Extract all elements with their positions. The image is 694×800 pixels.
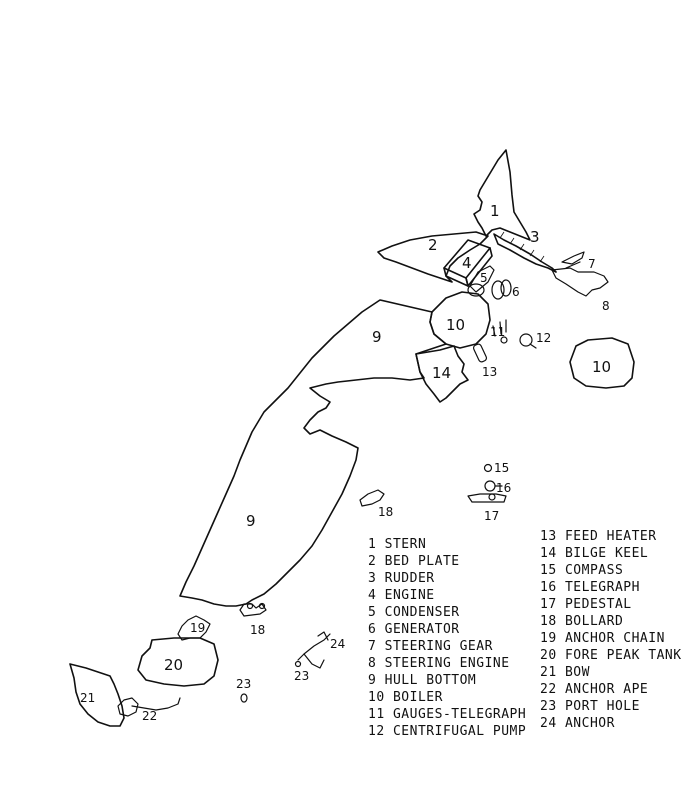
label-pedestal: 17: [484, 509, 499, 523]
legend-item: 9 HULL BOTTOM: [368, 673, 476, 688]
anchor-ape-sketch: [117, 697, 181, 717]
label-condenser: 5: [480, 271, 488, 285]
label-engine: 4: [462, 254, 472, 272]
legend-item: 2 BED PLATE: [368, 554, 460, 569]
port-hole-sketch: [240, 693, 248, 703]
legend-item: 23 PORT HOLE: [540, 699, 640, 714]
legend-item: 21 BOW: [540, 665, 590, 680]
label-feed-heater: 13: [482, 365, 497, 379]
rudder-hatching: [499, 231, 545, 263]
bollard-upper-sketch: [359, 489, 385, 507]
label-anchor: 24: [330, 637, 345, 651]
legend-item: 5 CONDENSER: [368, 605, 460, 620]
label-centrifugal-pump: 12: [536, 331, 551, 345]
label-hull-bottom-lower: 9: [246, 512, 256, 530]
legend-item: 17 PEDESTAL: [540, 597, 632, 612]
legend-item: 3 RUDDER: [368, 571, 435, 586]
label-generator: 6: [512, 285, 520, 299]
legend-item: 11 GAUGES-TELEGRAPH: [368, 707, 526, 722]
label-rudder: 3: [530, 228, 540, 246]
label-hull-bottom-upper: 9: [372, 328, 382, 346]
compass-sketch: [483, 463, 493, 473]
legend-item: 14 BILGE KEEL: [540, 546, 648, 561]
label-bilge-keel: 14: [432, 364, 451, 382]
fore-peak-tank-outline: [137, 637, 219, 687]
condenser-sketch: [467, 265, 495, 297]
legend-item: 19 ANCHOR CHAIN: [540, 631, 665, 646]
pedestal-sketch: [467, 493, 507, 503]
label-fore-peak-tank: 20: [164, 656, 183, 674]
gauges-telegraph-sketch: [492, 319, 508, 344]
stern-outline: [473, 149, 531, 241]
legend-item: 16 TELEGRAPH: [540, 580, 640, 595]
bed-plate-outline: [377, 231, 489, 283]
legend-item: 7 STEERING GEAR: [368, 639, 493, 654]
label-anchor-sketch: 23: [294, 669, 309, 683]
legend-item: 15 COMPASS: [540, 563, 623, 578]
steering-gear-sketch: [561, 251, 585, 269]
legend-item: 12 CENTRIFUGAL PUMP: [368, 724, 526, 739]
label-bollard-upper: 18: [378, 505, 393, 519]
legend-right-column: 13 FEED HEATER 14 BILGE KEEL 15 COMPASS …: [540, 529, 682, 731]
label-steering-engine: 8: [602, 299, 610, 313]
label-steering-gear: 7: [588, 257, 596, 271]
bollard-lower-sketch: [239, 602, 267, 617]
label-gauges-telegraph: 11: [490, 325, 505, 339]
hull-bottom-outline: [179, 299, 447, 607]
legend-item: 13 FEED HEATER: [540, 529, 657, 544]
boiler-right-outline: [569, 337, 635, 389]
steering-engine-outline: [551, 267, 609, 297]
bow-outline: [69, 663, 125, 727]
legend-item: 8 STEERING ENGINE: [368, 656, 510, 671]
legend-item: 18 BOLLARD: [540, 614, 623, 629]
legend-item: 4 ENGINE: [368, 588, 435, 603]
telegraph-sketch: [484, 480, 503, 492]
label-bed-plate: 2: [428, 236, 438, 254]
label-stern: 1: [490, 202, 500, 220]
centrifugal-pump-sketch: [519, 333, 533, 347]
generator-sketch: [491, 279, 512, 300]
label-anchor-chain: 19: [190, 621, 205, 635]
legend-item: 22 ANCHOR APE: [540, 682, 648, 697]
label-compass: 15: [494, 461, 509, 475]
legend-left-column: 1 STERN 2 BED PLATE 3 RUDDER 4 ENGINE 5 …: [368, 537, 526, 739]
legend-item: 6 GENERATOR: [368, 622, 460, 637]
legend-item: 10 BOILER: [368, 690, 443, 705]
label-port-hole: 23: [236, 677, 251, 691]
bilge-keel-outline: [415, 345, 469, 403]
legend-item: 1 STERN: [368, 537, 426, 552]
label-anchor-ape: 22: [142, 709, 157, 723]
label-bollard-lower: 18: [250, 623, 265, 637]
anchor-sketch: [294, 631, 331, 669]
rudder-outline: [493, 233, 557, 273]
label-telegraph: 16: [496, 481, 511, 495]
legend-item: 20 FORE PEAK TANK: [540, 648, 682, 663]
label-bow: 21: [80, 691, 95, 705]
legend-item: 24 ANCHOR: [540, 716, 615, 731]
centrifugal-pump-outlet: [529, 343, 537, 349]
label-boiler-left: 10: [446, 316, 465, 334]
label-boiler-right: 10: [592, 358, 611, 376]
feed-heater-sketch: [472, 343, 488, 363]
